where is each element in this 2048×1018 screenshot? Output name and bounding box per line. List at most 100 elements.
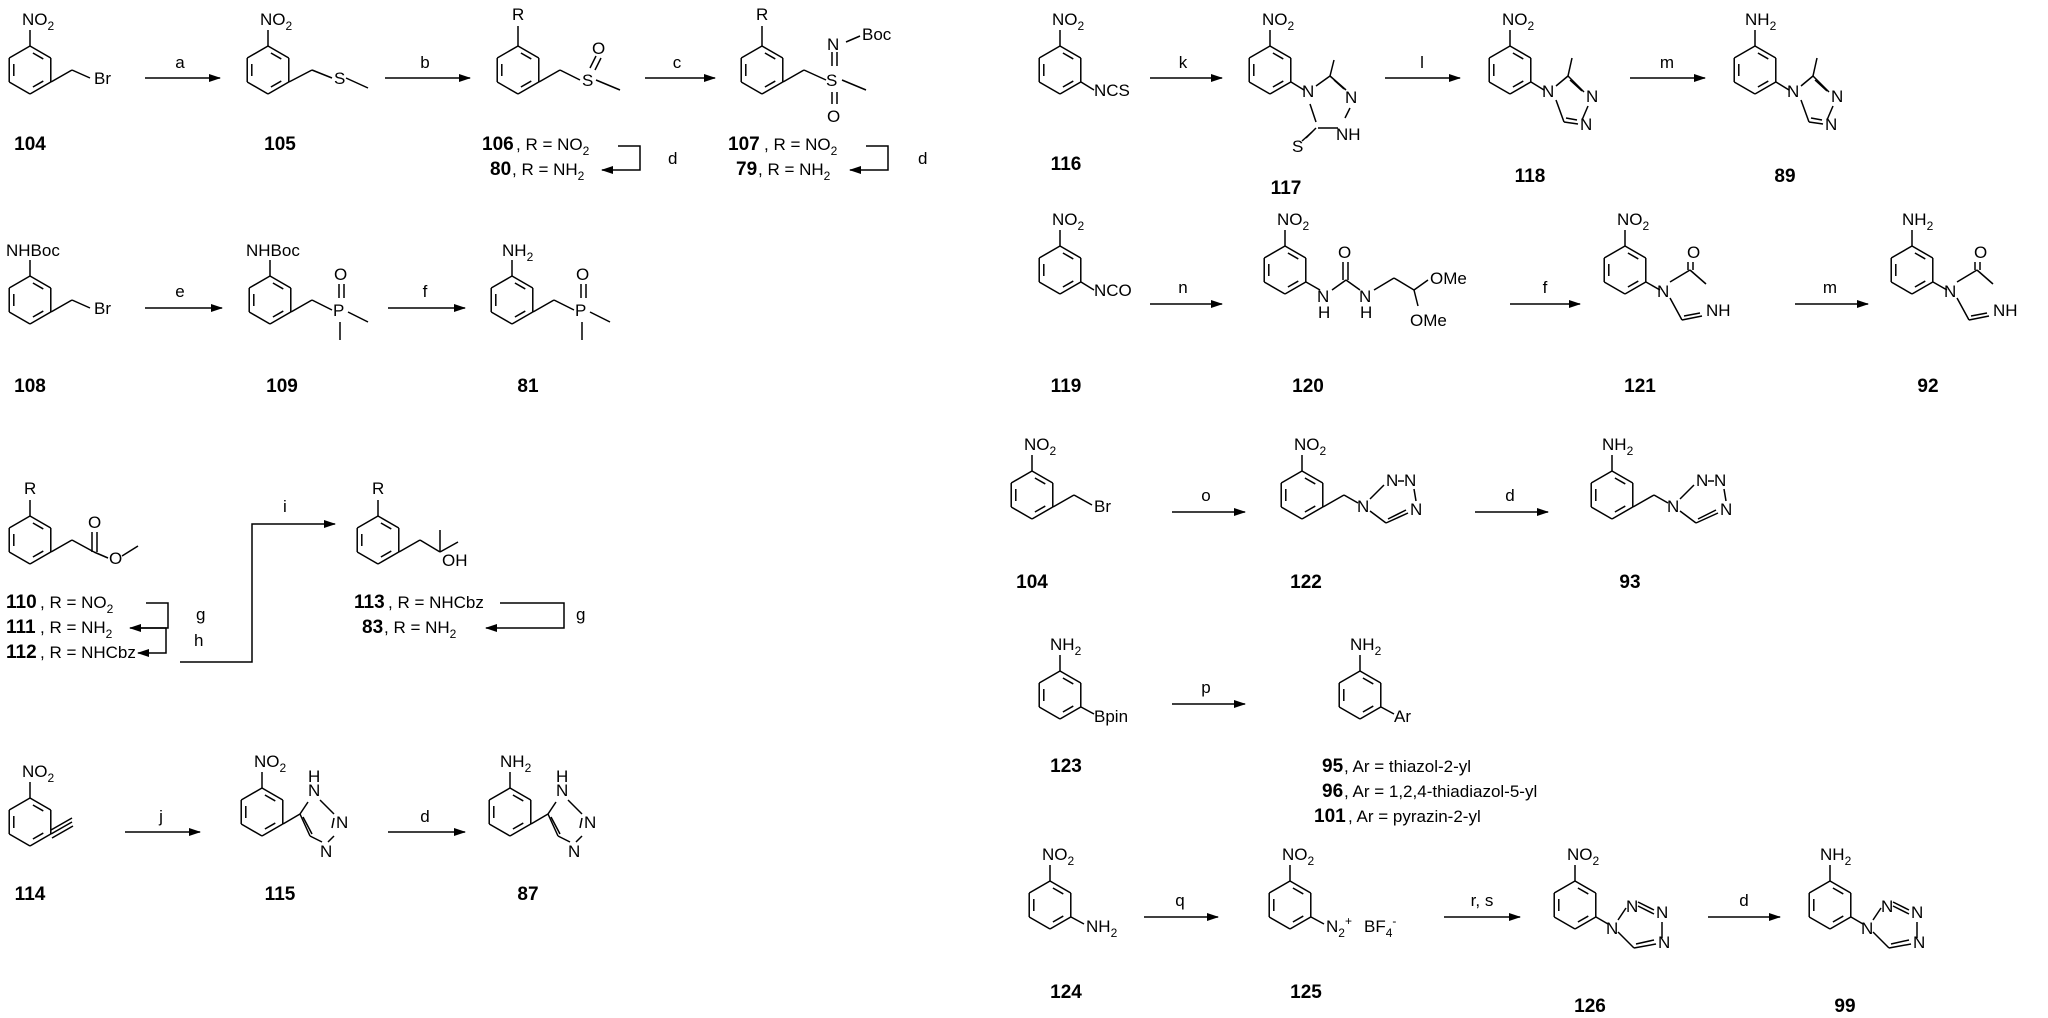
benzene-ring (488, 787, 532, 837)
svg-text:N: N (556, 781, 568, 800)
svg-text:N: N (568, 842, 580, 861)
compound-id: 110 (6, 592, 37, 613)
svg-text:N: N (1720, 500, 1732, 519)
reagent-b: b (420, 53, 429, 72)
svg-text:N: N (1626, 897, 1638, 916)
compound-121: NO2 N O NH 121 (1603, 210, 1731, 397)
svg-text:NO2: NO2 (1617, 210, 1650, 233)
label-ar: Ar (1394, 707, 1411, 726)
compound-126: NO2 N N N N 126 (1553, 845, 1670, 1017)
benzene-ring (8, 45, 52, 95)
compound-id: 87 (517, 884, 538, 905)
svg-text:d: d (420, 807, 429, 826)
svg-text:NH2: NH2 (1745, 10, 1777, 33)
compound-id: 120 (1292, 376, 1324, 397)
benzene-ring (1590, 470, 1634, 520)
reagent-h: h (194, 631, 203, 650)
triazole-ring (1800, 75, 1834, 125)
benzene-ring (1338, 670, 1382, 720)
compound-id: 119 (1051, 376, 1082, 397)
compound-id: 99 (1834, 996, 1855, 1017)
label-nhboc: NHBoc (6, 241, 60, 260)
triazole-ring (1369, 480, 1417, 524)
compound-id: 106 (482, 134, 514, 155)
svg-text:NH2: NH2 (1902, 210, 1934, 233)
label-oh: OH (442, 551, 468, 570)
svg-text:, R = NH2: , R = NH2 (758, 160, 831, 183)
compound-120: NO2 H N O N H OMe OMe 120 (1263, 210, 1467, 397)
svg-text:N: N (1667, 497, 1679, 516)
compound-id: 81 (517, 376, 539, 397)
imidazolone-ring (1956, 262, 1994, 321)
compound-123: NH2 Bpin 123 (1038, 635, 1128, 777)
compound-id: 116 (1051, 154, 1082, 175)
compound-122: NO2 N N N N 122 (1280, 435, 1422, 593)
svg-text:N: N (1357, 497, 1369, 516)
svg-text:N: N (1410, 500, 1422, 519)
svg-text:O: O (1338, 243, 1351, 262)
tetrazole-ring (1872, 901, 1918, 949)
reagent-a: a (175, 53, 185, 72)
svg-text:NO2: NO2 (1024, 435, 1057, 458)
svg-text:O: O (334, 265, 347, 284)
svg-text:NO2: NO2 (1502, 10, 1535, 33)
benzene-ring (8, 797, 52, 847)
svg-text:BF4-: BF4- (1364, 914, 1396, 940)
compound-id: 112 (6, 642, 37, 663)
compound-108: NHBoc Br 108 (6, 241, 111, 397)
reagent-d: d (668, 149, 677, 168)
svg-text:NO2: NO2 (1042, 845, 1075, 868)
label-br: Br (94, 69, 111, 88)
svg-text:g: g (576, 605, 585, 624)
svg-text:N2+: N2+ (1326, 914, 1352, 940)
benzene-ring (1488, 45, 1532, 95)
label-p: P (333, 301, 344, 320)
label-nh2: NH (502, 241, 527, 260)
svg-text:NH2: NH2 (1050, 635, 1082, 658)
svg-text:H: H (308, 767, 320, 786)
benzene-ring (490, 275, 534, 325)
compound-id: 107 (728, 134, 760, 155)
svg-text:, R = NH2: , R = NH2 (384, 618, 457, 641)
svg-text:NO2: NO2 (260, 10, 293, 33)
compound-id: 83 (362, 617, 383, 638)
compound-id: 105 (264, 134, 296, 155)
reagent-n: n (1178, 278, 1187, 297)
svg-text:NH2: NH2 (502, 241, 534, 264)
compound-81: NH2 P O 81 (490, 241, 611, 397)
compound-id: 109 (266, 376, 298, 397)
reagent-f: f (423, 282, 428, 301)
compound-93: NH2 N N N N 93 (1590, 435, 1732, 593)
svg-text:N: N (1656, 903, 1668, 922)
svg-text:NH: NH (1993, 301, 2018, 320)
compound-125: NO2 N2+ BF4- 125 (1268, 845, 1396, 1003)
svg-text:N: N (584, 813, 596, 832)
compound-id: 118 (1515, 166, 1546, 187)
compound-105: NO2 S 105 (246, 10, 369, 155)
compound-107: R S N Boc O 107 , R = NO2 79 , R = NH2 d (728, 5, 927, 183)
svg-text:N: N (1302, 82, 1314, 101)
label-ome: OMe (1430, 269, 1467, 288)
svg-text:N: N (1345, 88, 1357, 107)
svg-text:NO2: NO2 (22, 10, 55, 33)
svg-text:NO2: NO2 (1262, 10, 1295, 33)
triazole-ring (1555, 75, 1589, 125)
svg-text:NO2: NO2 (1282, 845, 1315, 868)
svg-text:NH2: NH2 (500, 752, 532, 775)
svg-text:R: R (756, 5, 768, 24)
svg-text:, R = NO2: , R = NO2 (516, 135, 590, 158)
benzene-ring (1280, 470, 1324, 520)
compound-id: 117 (1271, 178, 1302, 199)
compound-119: NO2 NCO 119 (1038, 210, 1132, 397)
compound-92: NH2 N O NH 92 (1890, 210, 2018, 397)
benzene-ring (1010, 470, 1054, 520)
svg-text:N: N (1831, 87, 1843, 106)
benzene-ring (8, 275, 52, 325)
compound-104b: NO2 Br 104 (1010, 435, 1111, 593)
reagent-e: e (175, 282, 184, 301)
svg-text:S: S (826, 71, 837, 90)
svg-text:NO2: NO2 (1277, 210, 1310, 233)
svg-text:, R = NO2: , R = NO2 (764, 135, 838, 158)
